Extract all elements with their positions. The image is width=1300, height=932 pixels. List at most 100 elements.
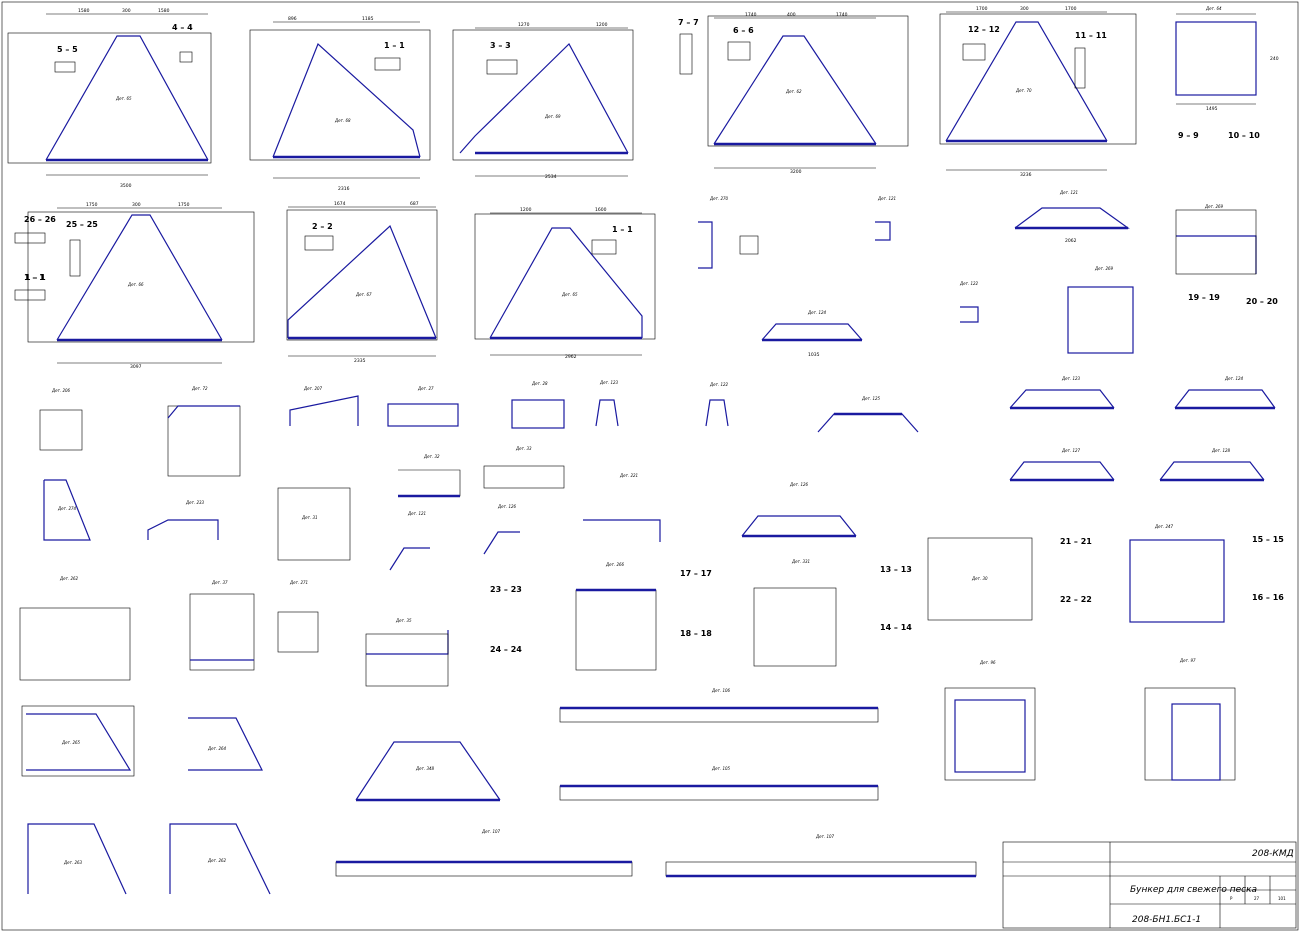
svg-text:1495: 1495 [1206,106,1218,112]
svg-text:2062: 2062 [1065,238,1077,244]
plate-6: Дет. 64 1495 240 [1175,6,1279,112]
svg-text:Дет. 105: Дет. 105 [711,766,731,771]
section-label: 23 – 23 [490,585,522,594]
svg-text:1700: 1700 [976,6,988,12]
svg-text:Дет. 126: Дет. 126 [497,504,517,509]
svg-text:Дет. 331: Дет. 331 [791,559,810,564]
title-sheets: 101 [1278,896,1286,901]
svg-text:1740: 1740 [836,12,848,18]
svg-text:Дет. 65: Дет. 65 [115,96,132,101]
svg-text:Дет. 262: Дет. 262 [207,858,227,863]
svg-text:300: 300 [1020,6,1029,12]
svg-text:1740: 1740 [745,12,757,18]
small-parts-row7: Дет. 263 Дет. 262 Дет. 107 Дет. 107 [27,823,977,895]
svg-text:Дет. 206: Дет. 206 [51,388,71,393]
title-block: 208-КМД Бункер для свежего песка 208-БН1… [1002,841,1297,929]
svg-text:Дет. 28: Дет. 28 [531,381,548,386]
section-label: 18 – 18 [680,629,712,638]
svg-text:2335: 2335 [354,358,366,364]
section-label: 1 – 1 [25,273,46,282]
svg-text:400: 400 [787,12,796,18]
svg-text:Дет. 125: Дет. 125 [861,396,881,401]
svg-text:3097: 3097 [130,364,142,370]
svg-text:300: 300 [122,8,131,14]
svg-text:Дет. 70: Дет. 70 [1015,88,1032,93]
svg-text:Дет. 107: Дет. 107 [815,834,835,839]
svg-text:Дет. 269: Дет. 269 [1094,266,1114,271]
svg-text:Дет. 123: Дет. 123 [1061,376,1081,381]
svg-text:1185: 1185 [362,16,374,22]
svg-text:300: 300 [132,202,141,208]
small-parts-row6: Дет. 265 Дет. 264 Дет. 348 Дет. 106 Дет.… [21,658,1236,802]
svg-text:Дет. 247: Дет. 247 [1154,524,1174,529]
svg-text:Дет. 233: Дет. 233 [185,500,205,505]
title-sheet: 27 [1254,896,1260,901]
svg-text:1674: 1674 [334,201,346,207]
section-label: 6 – 6 [733,26,754,35]
section-label: 1 – 1 [24,273,45,282]
section-label: 25 – 25 [66,220,98,229]
svg-text:Дет. 31: Дет. 31 [301,515,318,520]
title-code-top: 208-КМД [1252,849,1294,859]
svg-text:Дет. 64: Дет. 64 [1205,6,1222,11]
svg-text:Дет. 270: Дет. 270 [709,196,729,201]
section-label: 26 – 26 [24,215,56,224]
svg-text:1200: 1200 [520,207,532,213]
title-object-name: Бункер для свежего песка [1130,885,1257,895]
svg-text:Дет. 66: Дет. 66 [127,282,144,287]
small-parts-row2: Дет. 270 Дет. 121 Дет. 121 2062 Дет. 269… [24,131,1278,358]
svg-text:3500: 3500 [120,183,132,189]
svg-text:Дет. 106: Дет. 106 [711,688,731,693]
svg-text:Дет. 121: Дет. 121 [407,511,426,516]
section-label: 21 – 21 [1060,537,1092,546]
svg-text:Дет. 37: Дет. 37 [211,580,228,585]
svg-text:Дет. 266: Дет. 266 [605,562,625,567]
section-label: 16 – 16 [1252,593,1284,602]
svg-text:896: 896 [288,16,297,22]
svg-text:2316: 2316 [338,186,350,192]
svg-text:Дет. 221: Дет. 221 [619,473,638,478]
small-parts-row5: Дет. 262 Дет. 37 Дет. 271 Дет. 35 Дет. 2… [19,559,912,687]
svg-text:Дет. 271: Дет. 271 [289,580,308,585]
section-label: 20 – 20 [1246,297,1278,306]
svg-text:Дет. 122: Дет. 122 [709,382,729,387]
title-stage: Р [1230,896,1233,901]
section-label: 12 – 12 [968,25,1000,34]
section-label: 22 – 22 [1060,595,1092,604]
section-label: 24 – 24 [490,645,522,654]
svg-text:Дет. 269: Дет. 269 [1204,204,1224,209]
svg-text:1750: 1750 [86,202,98,208]
panel-triangle-2: 896 1185 2316 Дет. 68 1 – 1 [249,16,431,192]
title-doc-code: 208-БН1.БС1-1 [1132,915,1201,925]
svg-text:Дет. 68: Дет. 68 [334,118,351,123]
svg-text:Дет. 127: Дет. 127 [1061,448,1081,453]
section-label: 15 – 15 [1252,535,1284,544]
section-label: 3 – 3 [490,41,511,50]
svg-text:Дет. 30: Дет. 30 [971,576,988,581]
svg-text:Дет. 126: Дет. 126 [789,482,809,487]
svg-text:2962: 2962 [565,354,577,360]
svg-text:Дет. 124: Дет. 124 [807,310,827,315]
section-label: 17 – 17 [680,569,712,578]
svg-text:1600: 1600 [595,207,607,213]
svg-text:3236: 3236 [1020,172,1032,178]
small-parts-row3: Дет. 206 Дет. 72 Дет. 207 Дет. 27 Дет. 2… [39,376,1276,482]
section-label: 7 – 7 [678,18,699,27]
svg-text:Дет. 207: Дет. 207 [303,386,323,391]
svg-text:Дет. 122: Дет. 122 [959,281,979,286]
svg-text:1580: 1580 [78,8,90,14]
svg-text:Дет. 72: Дет. 72 [191,386,208,391]
section-label: 2 – 2 [312,222,333,231]
svg-text:Дет. 97: Дет. 97 [1179,658,1196,663]
svg-text:1200: 1200 [596,22,608,28]
svg-text:Дет. 121: Дет. 121 [1059,190,1078,195]
svg-text:240: 240 [1270,56,1279,62]
svg-text:2534: 2534 [545,174,557,180]
svg-text:Дет. 65: Дет. 65 [561,292,578,297]
section-label: 1 – 1 [384,41,405,50]
svg-text:Дет. 33: Дет. 33 [515,446,532,451]
